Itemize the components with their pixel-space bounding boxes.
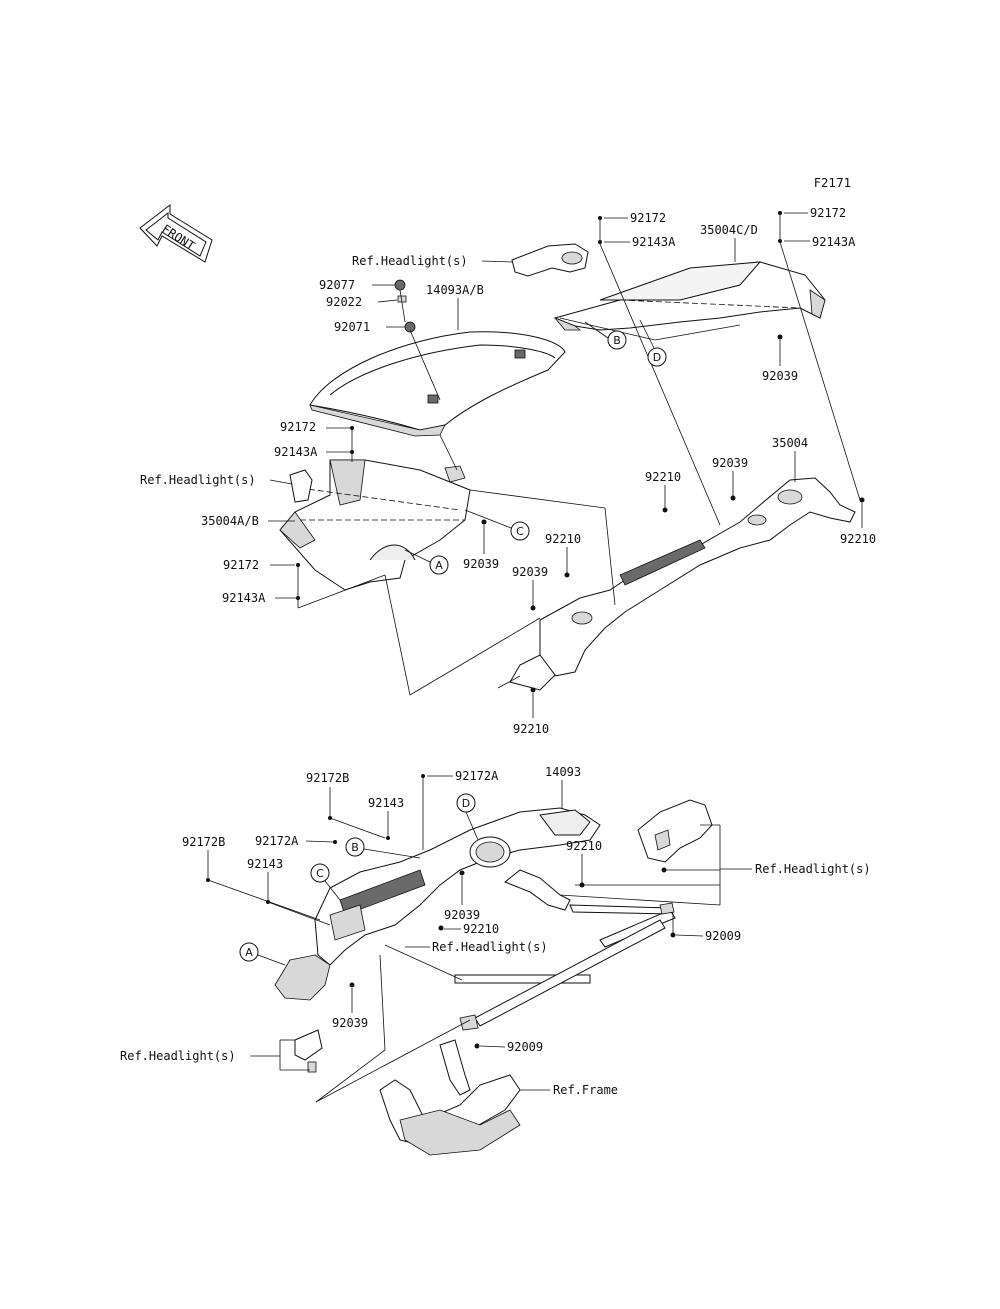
callout-b: B <box>613 334 621 347</box>
callout-a: A <box>245 946 253 959</box>
part-number-label: 92143A <box>274 445 318 459</box>
part-number-label: 92009 <box>705 929 741 943</box>
part-number-label: 92172A <box>255 834 299 848</box>
part-number-label: 92172 <box>630 211 666 225</box>
part-number-label: 92009 <box>507 1040 543 1054</box>
upper-callouts: B D C A <box>404 319 667 575</box>
ref-headlight-label: Ref.Headlight(s) <box>352 254 468 268</box>
part-number-label: 92039 <box>762 369 798 383</box>
stay-frame-part <box>454 869 676 1031</box>
part-number-label: 92172 <box>223 558 259 572</box>
part-number-label: 92143A <box>222 591 266 605</box>
figure-code: F2171 <box>814 176 851 190</box>
part-number-label: 35004 <box>772 436 808 450</box>
callout-d: D <box>462 797 470 810</box>
callout-d: D <box>653 351 661 364</box>
part-number-label: 92210 <box>566 839 602 853</box>
part-number-label: 92172 <box>810 206 846 220</box>
lower-assembly: 92172B 92172A 14093 92143 92172B 92172A … <box>120 765 871 1156</box>
lower-hardware-dots <box>206 774 676 1049</box>
part-number-label: 92039 <box>512 565 548 579</box>
part-number-label: 92210 <box>545 532 581 546</box>
part-number-label: 92143 <box>247 857 283 871</box>
part-number-label: 92039 <box>332 1016 368 1030</box>
upper-assembly: 92172 92143A 35004C/D 92172 92143A Ref.H… <box>140 206 876 736</box>
part-number-label: 92172B <box>182 835 225 849</box>
upper-labels: 92172 92143A 35004C/D 92172 92143A Ref.H… <box>140 206 876 736</box>
ref-headlight-label: Ref.Headlight(s) <box>140 473 256 487</box>
cover-35004cd-part <box>553 261 826 331</box>
part-number-label: 92210 <box>840 532 876 546</box>
ref-headlight-label: Ref.Headlight(s) <box>755 862 871 876</box>
callout-c: C <box>516 525 524 538</box>
ref-headlight-label: Ref.Headlight(s) <box>120 1049 236 1063</box>
upper-hardware-dots <box>296 211 865 693</box>
callout-a: A <box>435 559 443 572</box>
bolt-stack-part <box>394 279 416 333</box>
part-number-label: 92077 <box>319 278 355 292</box>
part-number-label: 92143 <box>368 796 404 810</box>
cover-14093ab-part <box>309 331 566 437</box>
part-number-label: 14093A/B <box>426 283 484 297</box>
headlight-bracket-left-part <box>289 465 466 503</box>
frame-part <box>379 1039 521 1156</box>
bracket-right-part <box>637 799 713 863</box>
housing-14093-part <box>314 807 601 966</box>
part-number-label: 92210 <box>645 470 681 484</box>
part-number-label: 92039 <box>444 908 480 922</box>
lower-leader-lines <box>207 776 721 1103</box>
lower-callouts: D B C A <box>239 793 479 966</box>
part-number-label: 92039 <box>712 456 748 470</box>
front-arrow-icon: FRONT <box>139 203 213 263</box>
part-number-label: 92210 <box>513 722 549 736</box>
part-number-label: 92172A <box>455 769 499 783</box>
callout-b: B <box>351 841 359 854</box>
part-number-label: 92172B <box>306 771 349 785</box>
part-number-label: 92210 <box>463 922 499 936</box>
rail-35004-part <box>497 477 856 691</box>
ref-frame-label: Ref.Frame <box>553 1083 618 1097</box>
bracket-left-lower-part <box>294 1029 323 1073</box>
headlight-bracket-top-part <box>511 243 589 277</box>
part-number-label: 14093 <box>545 765 581 779</box>
part-number-label: 35004A/B <box>201 514 259 528</box>
lower-labels: 92172B 92172A 14093 92143 92172B 92172A … <box>120 765 871 1097</box>
part-number-label: 92172 <box>280 420 316 434</box>
part-number-label: 92022 <box>326 295 362 309</box>
part-number-label: 92071 <box>334 320 370 334</box>
upper-leader-lines <box>297 213 861 696</box>
callout-c: C <box>316 867 324 880</box>
part-number-label: 92039 <box>463 557 499 571</box>
ref-headlight-label: Ref.Headlight(s) <box>432 940 548 954</box>
part-number-label: 92143A <box>632 235 676 249</box>
part-number-label: 35004C/D <box>700 223 758 237</box>
part-number-label: 92143A <box>812 235 856 249</box>
duct-a-part <box>274 954 331 1001</box>
